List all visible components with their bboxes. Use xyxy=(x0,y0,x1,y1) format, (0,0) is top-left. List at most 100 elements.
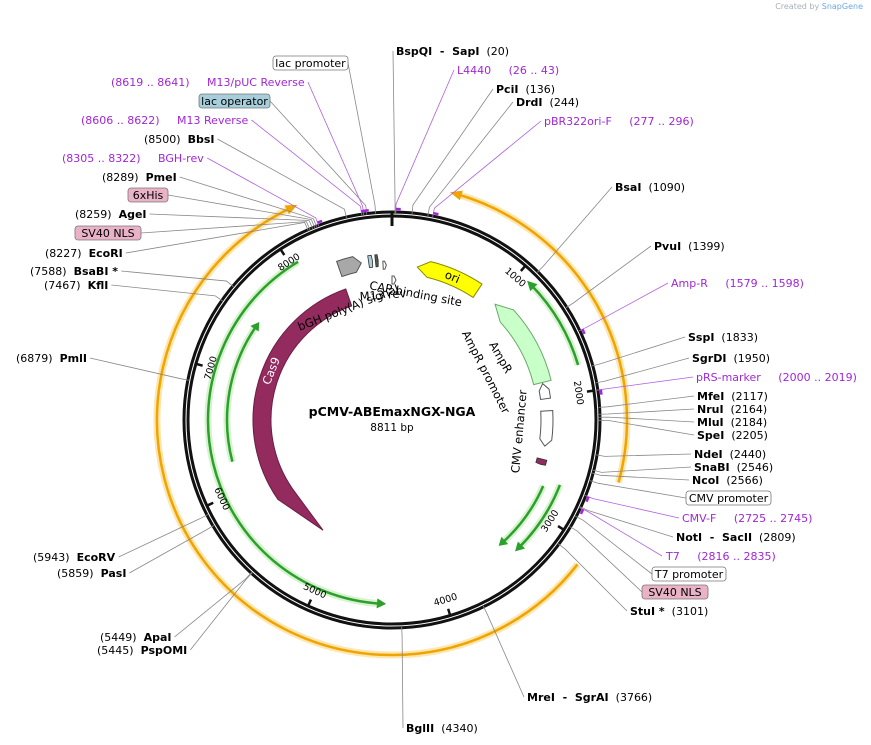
site-label-part: PspOMI xyxy=(141,644,188,657)
site-7467-kfli: (7467) KflI xyxy=(44,279,108,292)
site-label-part: MfeI xyxy=(697,390,724,403)
site-label-part: SspI xyxy=(688,331,714,344)
site-label: (5445) PspOMI xyxy=(97,644,187,657)
site-label-part: EcoRI xyxy=(89,247,123,260)
primer-label-part: M13/pUC Reverse xyxy=(207,76,305,89)
primer-label-part: T7 xyxy=(665,550,680,563)
primer-label-part: CMV-F xyxy=(682,512,716,525)
site-label: (5943) EcoRV xyxy=(33,551,116,564)
site-label-part: (5449) xyxy=(100,631,144,644)
site-7588-bsabi: (7588) BsaBI * xyxy=(30,265,118,278)
site-label-part: PmlI xyxy=(60,352,87,365)
site-label: BglII (4340) xyxy=(406,722,478,735)
primer-l4440-26-43: L4440 (26 .. 43) xyxy=(395,64,559,211)
primer-label-part: (1579 .. 1598) xyxy=(708,277,804,290)
site-leader xyxy=(189,572,253,651)
primer-label-part: M13 Reverse xyxy=(177,114,248,127)
tick-mark xyxy=(207,501,214,507)
orf-halo xyxy=(223,323,260,463)
tick-label: 5000 xyxy=(301,581,328,601)
site-leader xyxy=(174,572,253,638)
site-label-part: BsaI xyxy=(615,181,641,194)
feature-m13-rev: M13 rev xyxy=(359,260,407,303)
primer-label-part: pBR322ori-F xyxy=(544,115,612,128)
box-frame xyxy=(74,225,142,241)
site-leader xyxy=(149,213,313,229)
site-label-part: (3101) xyxy=(665,605,709,618)
primer-label-part: (2816 .. 2835) xyxy=(680,550,776,563)
box-t7-promoter: T7 promoter xyxy=(651,566,727,582)
site-label-part: BbsI xyxy=(188,133,215,146)
tick-mark xyxy=(557,525,564,531)
primer-label: (8305 .. 8322) BGH-rev xyxy=(62,152,204,165)
site-leader xyxy=(111,284,223,302)
site-label-part: PciI xyxy=(496,83,518,96)
primer-label: (8619 .. 8641) M13/pUC Reverse xyxy=(111,76,305,89)
tick-mark xyxy=(446,608,452,615)
site-label: SnaBI (2546) xyxy=(694,461,773,474)
site-noti-sacii-2809: NotI - SacII (2809) xyxy=(676,531,796,544)
feature-arrow xyxy=(494,303,552,386)
site-label-part: - SgrAI xyxy=(555,691,609,704)
orf-line xyxy=(206,260,381,605)
primer-mark xyxy=(599,389,603,395)
feature-arrow xyxy=(538,382,552,401)
snapgene-watermark: Created by SnapGene xyxy=(775,2,863,11)
site-label-part: (136) xyxy=(518,83,555,96)
site-label-part: (7588) xyxy=(30,265,74,278)
orf-line xyxy=(501,485,545,544)
site-label-part: ApaI xyxy=(144,631,172,644)
site-label-part: DrdI xyxy=(516,96,543,109)
site-bspqi-sapi-20: BspQI - SapI (20) xyxy=(396,45,509,58)
site-5859-pasi: (5859) PasI xyxy=(57,567,126,580)
site-leader xyxy=(598,416,695,423)
site-label-part: PvuI xyxy=(654,240,681,253)
primer-pbr322ori-f-277-296: pBR322ori-F (277 .. 296) xyxy=(433,115,694,216)
site-label: NotI - SacII (2809) xyxy=(676,531,796,544)
site-ndei-2440: NdeI (2440) xyxy=(694,448,766,461)
site-pcii-136: PciI (136) xyxy=(496,83,555,96)
site-label-part: AgeI xyxy=(119,208,147,221)
primer-leader xyxy=(395,69,455,214)
tick-6000: 6000 xyxy=(207,486,231,513)
site-label-part: (8259) xyxy=(75,208,119,221)
site-label: (8259) AgeI xyxy=(75,208,147,221)
orf-halo xyxy=(499,484,547,546)
site-label: NcoI (2566) xyxy=(692,474,763,487)
site-leader xyxy=(118,514,209,558)
box-label: SV40 NLS xyxy=(648,586,701,599)
site-8259-agei: (8259) AgeI xyxy=(75,208,147,221)
plasmid-size: 8811 bp xyxy=(370,422,414,434)
tick-4000: 4000 xyxy=(432,591,459,615)
box-leader xyxy=(140,221,311,234)
site-label-part: (1090) xyxy=(641,181,685,194)
primer-label-part: Amp-R xyxy=(671,277,708,290)
orf-arrowhead xyxy=(515,541,526,552)
feature-arrow xyxy=(382,260,387,270)
box-sv40-nls: SV40 NLS xyxy=(641,584,709,600)
backbone-ring xyxy=(182,210,602,630)
feature-arrow xyxy=(416,261,483,299)
box-label: lac operator xyxy=(201,95,268,108)
site-label-part: EcoRV xyxy=(77,551,116,564)
small-feature-0 xyxy=(367,254,374,269)
site-leader xyxy=(598,408,695,415)
tick-5000: 5000 xyxy=(301,581,328,606)
site-leader xyxy=(125,222,309,254)
box-frame xyxy=(651,566,727,582)
feature-label: CMV enhancer xyxy=(508,389,530,474)
box-frame xyxy=(641,584,709,600)
site-label-part: SgrDI xyxy=(692,352,726,365)
primer-mark xyxy=(581,328,586,335)
box-label: T7 promoter xyxy=(654,568,724,581)
primer-leader xyxy=(584,494,680,519)
tick-mark xyxy=(279,249,286,256)
orf-arrowhead xyxy=(498,536,509,546)
orf-6 xyxy=(223,322,260,463)
site-6879-pmli: (6879) PmlI xyxy=(16,352,87,365)
box-leader xyxy=(575,515,653,575)
primer-label-part: (277 .. 296) xyxy=(612,115,694,128)
tick-label: 6000 xyxy=(211,486,231,513)
tick-2000: 2000 xyxy=(571,380,594,406)
primer-label-part: L4440 xyxy=(457,64,491,77)
